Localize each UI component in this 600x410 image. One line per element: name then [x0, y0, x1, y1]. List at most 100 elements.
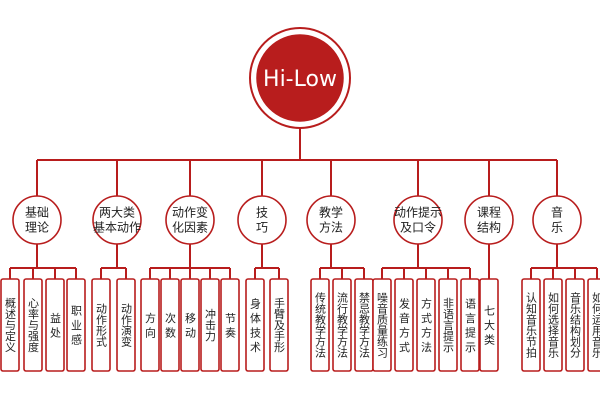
leaf-box	[310, 278, 330, 372]
leaf-node: 非语言提示	[438, 278, 458, 372]
leaf-box	[332, 278, 352, 372]
leaf-node: 冲击力	[200, 278, 220, 372]
leaf-box	[200, 278, 220, 372]
leaf-label: 噪音质量练习	[376, 292, 389, 358]
connector-lines	[9, 128, 598, 279]
leaf-label: 方 向	[144, 311, 157, 338]
leaf-label: 方 式 方 法	[420, 296, 433, 352]
category-label-line: 动作提示	[394, 205, 442, 220]
leaf-box	[394, 278, 414, 372]
leaf-node: 节 奏	[220, 278, 240, 372]
root-inner-circle	[253, 31, 347, 125]
leaf-node: 传统教学方法	[310, 278, 330, 372]
category-label-line: 课程	[477, 205, 501, 220]
leaf-node: 益 处	[45, 278, 65, 372]
leaf-node: 动作形式	[91, 278, 111, 372]
root-label: Hi-Low	[263, 67, 337, 92]
leaf-box	[160, 278, 180, 372]
leaf-node: 认知音乐节拍	[521, 278, 541, 372]
category-circle	[12, 195, 62, 245]
leaf-label: 动作形式	[95, 303, 108, 347]
leaf-node: 方 向	[140, 278, 160, 372]
category-node: 技巧	[237, 195, 287, 245]
category-label-line: 化因素	[172, 221, 208, 235]
category-node: 教学方法	[306, 195, 356, 245]
leaf-box	[23, 278, 43, 372]
leaf-node: 职 业 感	[66, 278, 86, 372]
category-label-line: 技	[256, 206, 268, 220]
category-circle	[464, 195, 514, 245]
leaf-box	[220, 278, 240, 372]
leaf-box	[140, 278, 160, 372]
leaf-node: 七 大 类	[479, 278, 499, 372]
leaf-label: 冲击力	[204, 307, 217, 341]
leaf-box	[45, 278, 65, 372]
leaf-node: 如何选择音乐	[543, 278, 563, 372]
leaf-node: 音乐结构划分	[565, 278, 585, 372]
leaf-label: 流行教学方法	[336, 291, 349, 358]
leaf-box	[438, 278, 458, 372]
root-outer-ring	[249, 27, 351, 129]
category-label-line: 基础	[25, 206, 49, 220]
leaf-box	[587, 278, 600, 372]
category-label-line: 方法	[319, 220, 343, 235]
leaf-label: 益 处	[49, 311, 62, 338]
leaf-nodes: 概述与定义心率与强度益 处职 业 感动作形式动作演变方 向次 数移 动冲击力节 …	[0, 278, 600, 372]
leaf-label: 发 音 方 式	[398, 296, 411, 352]
leaf-label: 七 大 类	[483, 305, 496, 346]
leaf-box	[245, 278, 265, 372]
root-node: Hi-Low	[249, 27, 351, 129]
leaf-label: 音乐结构划分	[569, 291, 582, 358]
leaf-box	[543, 278, 563, 372]
category-circle	[92, 195, 142, 245]
leaf-box	[269, 278, 289, 372]
leaf-node: 动作演变	[116, 278, 136, 372]
category-circle	[393, 195, 443, 245]
category-label-line: 乐	[551, 221, 563, 235]
category-label-line: 两大类	[99, 206, 135, 220]
leaf-label: 概述与定义	[4, 297, 17, 352]
leaf-label: 职 业 感	[70, 305, 83, 345]
category-circle	[165, 195, 215, 245]
category-label-line: 动作变	[172, 205, 208, 220]
leaf-label: 如何运用音乐	[591, 291, 600, 358]
leaf-label: 禁忌教学方法	[358, 292, 371, 358]
leaf-box	[116, 278, 136, 372]
leaf-node: 心率与强度	[23, 278, 43, 372]
category-label-line: 及口令	[400, 220, 436, 235]
leaf-label: 传统教学方法	[314, 292, 327, 358]
category-label-line: 理论	[25, 221, 49, 235]
leaf-node: 禁忌教学方法	[354, 278, 374, 372]
leaf-box	[479, 278, 499, 372]
leaf-box	[460, 278, 480, 372]
leaf-box	[521, 278, 541, 372]
leaf-label: 手臂及手形	[273, 296, 286, 353]
leaf-node: 次 数	[160, 278, 180, 372]
category-node: 音乐	[532, 195, 582, 245]
leaf-node: 如何运用音乐	[587, 278, 600, 372]
leaf-label: 非语言提示	[442, 297, 455, 352]
leaf-label: 心率与强度	[27, 297, 40, 353]
leaf-label: 节 奏	[224, 312, 237, 338]
leaf-box	[66, 278, 86, 372]
category-label-line: 结构	[477, 220, 501, 235]
leaf-node: 噪音质量练习	[372, 278, 392, 372]
leaf-label: 移 动	[184, 312, 197, 338]
category-label-line: 基本动作	[93, 221, 141, 235]
leaf-label: 认知音乐节拍	[525, 292, 538, 359]
leaf-node: 手臂及手形	[269, 278, 289, 372]
leaf-label: 身 体 技 术	[249, 296, 262, 352]
leaf-label: 动作演变	[120, 303, 133, 348]
leaf-box	[372, 278, 392, 372]
leaf-node: 概述与定义	[0, 278, 20, 372]
leaf-label: 次 数	[164, 311, 177, 338]
leaf-box	[565, 278, 585, 372]
leaf-label: 如何选择音乐	[547, 291, 560, 358]
leaf-node: 身 体 技 术	[245, 278, 265, 372]
